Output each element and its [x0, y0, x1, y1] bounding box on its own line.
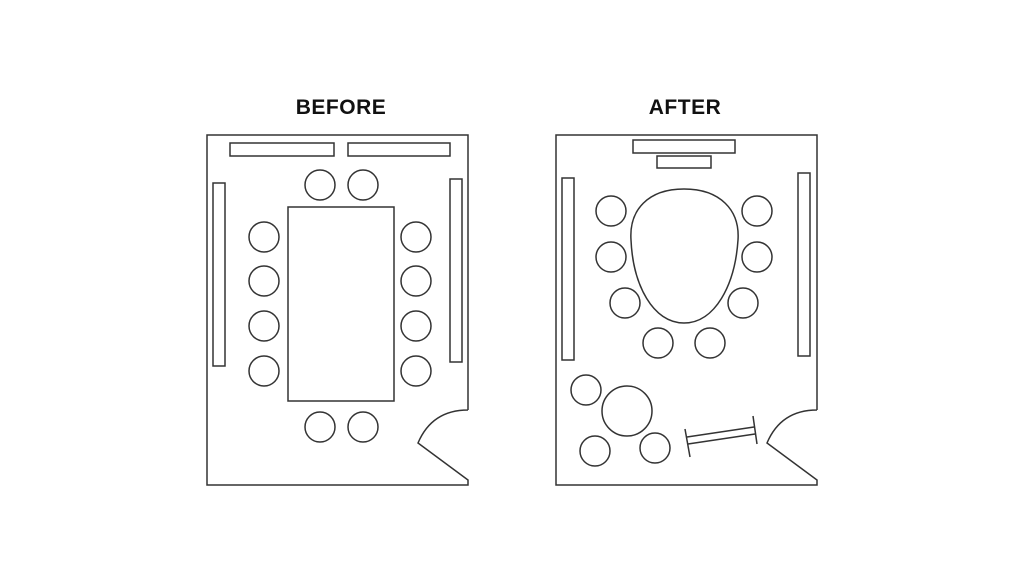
chair — [304, 169, 336, 201]
chair — [741, 241, 773, 273]
conference-table — [287, 206, 395, 402]
chair — [248, 221, 280, 253]
chair — [304, 411, 336, 443]
round-table — [601, 385, 653, 437]
before-plan — [206, 134, 469, 486]
chair — [400, 355, 432, 387]
chair — [579, 435, 611, 467]
chair — [248, 265, 280, 297]
chair — [595, 241, 627, 273]
chair — [400, 265, 432, 297]
shelf — [347, 142, 451, 157]
wall-panel — [449, 178, 463, 363]
chair — [642, 327, 674, 359]
before-title: BEFORE — [295, 96, 387, 119]
chair — [347, 411, 379, 443]
wall-panel — [797, 172, 811, 357]
wall-panel — [561, 177, 575, 361]
chair — [741, 195, 773, 227]
bench — [684, 415, 758, 458]
after-title: AFTER — [648, 96, 722, 119]
chair — [347, 169, 379, 201]
wall-panel — [212, 182, 226, 367]
oval-table — [630, 188, 739, 324]
chair — [727, 287, 759, 319]
chair — [595, 195, 627, 227]
chair — [248, 355, 280, 387]
room-wall — [555, 134, 818, 486]
shelf — [229, 142, 335, 157]
room-wall — [206, 134, 469, 486]
chair — [570, 374, 602, 406]
chair — [639, 432, 671, 464]
shelf — [656, 155, 712, 169]
after-plan — [555, 134, 818, 486]
chair — [400, 310, 432, 342]
chair — [248, 310, 280, 342]
chair — [400, 221, 432, 253]
chair — [694, 327, 726, 359]
shelf — [632, 139, 736, 154]
chair — [609, 287, 641, 319]
